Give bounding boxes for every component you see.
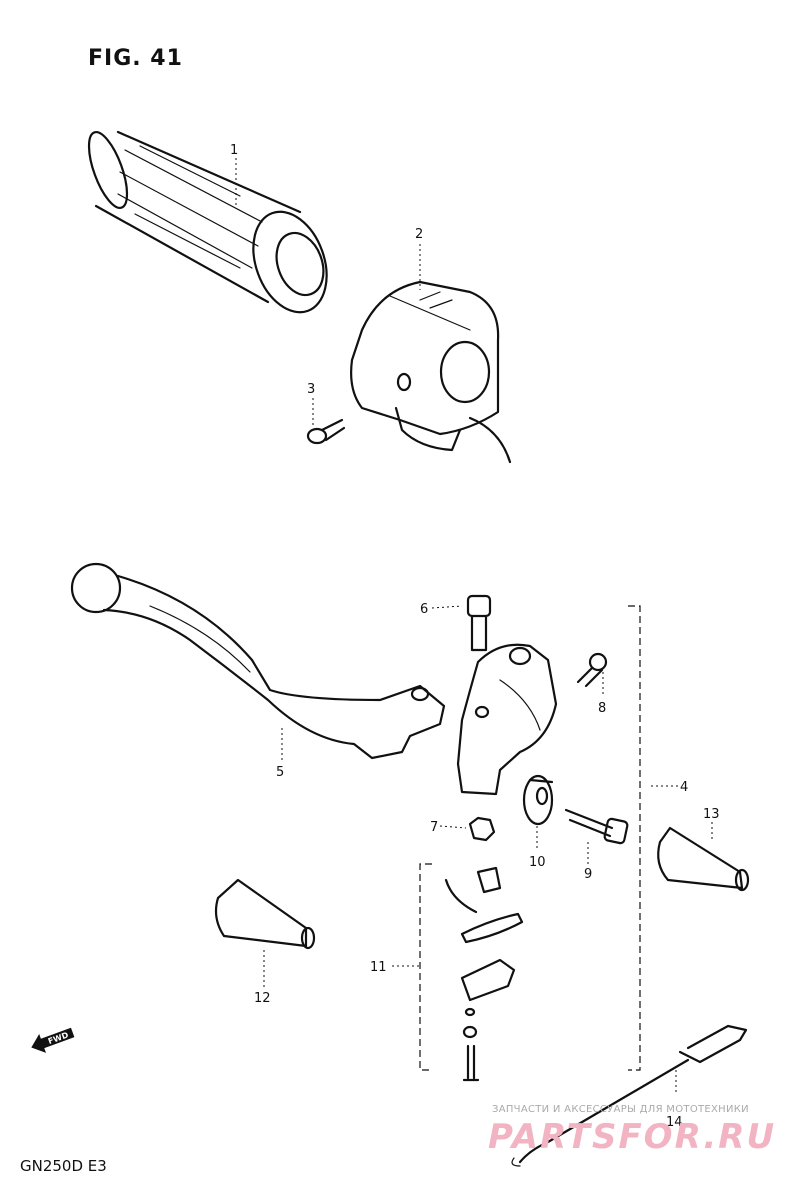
part-3-screw [306, 418, 346, 445]
part-6-bolt [466, 594, 492, 652]
callout-1: 1 [230, 143, 238, 158]
part-7-nut [468, 816, 496, 842]
callout-9: 9 [584, 867, 592, 882]
part-2-switch-housing [350, 280, 512, 464]
bracket-group-11 [419, 863, 432, 1071]
part-14-clutch-cable [511, 1024, 748, 1167]
callout-5: 5 [276, 765, 284, 780]
callout-3: 3 [307, 382, 315, 397]
part-1-grip [87, 130, 328, 314]
callout-11: 11 [370, 960, 387, 975]
callout-6: 6 [420, 602, 428, 617]
callout-7: 7 [430, 820, 438, 835]
part-10-washer [522, 774, 554, 826]
part-8-screw [576, 652, 608, 688]
figure-title: FIG. 41 [88, 46, 183, 71]
callout-13: 13 [703, 807, 720, 822]
fwd-text: FWD [47, 1030, 70, 1046]
callout-8: 8 [598, 701, 606, 716]
callout-14: 14 [666, 1115, 683, 1130]
leader-lines [235, 158, 713, 1092]
bracket-group-4 [628, 605, 641, 1071]
fwd-arrow-icon: FWD [31, 1027, 75, 1053]
model-code: GN250D E3 [20, 1157, 107, 1175]
callout-10: 10 [529, 855, 546, 870]
part-12-boot [214, 878, 316, 950]
watermark-tagline: ЗАПЧАСТИ И АКСЕССУАРЫ ДЛЯ МОТОТЕХНИКИ [492, 1104, 749, 1115]
callout-4: 4 [680, 780, 688, 795]
part-11-switch-set [444, 866, 524, 1082]
part-5-clutch-lever [70, 562, 446, 760]
watermark-logo: PARTSFOR.RU [488, 1117, 777, 1157]
part-13-boot [657, 826, 750, 892]
part-4-lever-holder [456, 643, 558, 796]
callout-2: 2 [415, 227, 423, 242]
callout-12: 12 [254, 991, 271, 1006]
part-9-bolt [564, 808, 629, 845]
